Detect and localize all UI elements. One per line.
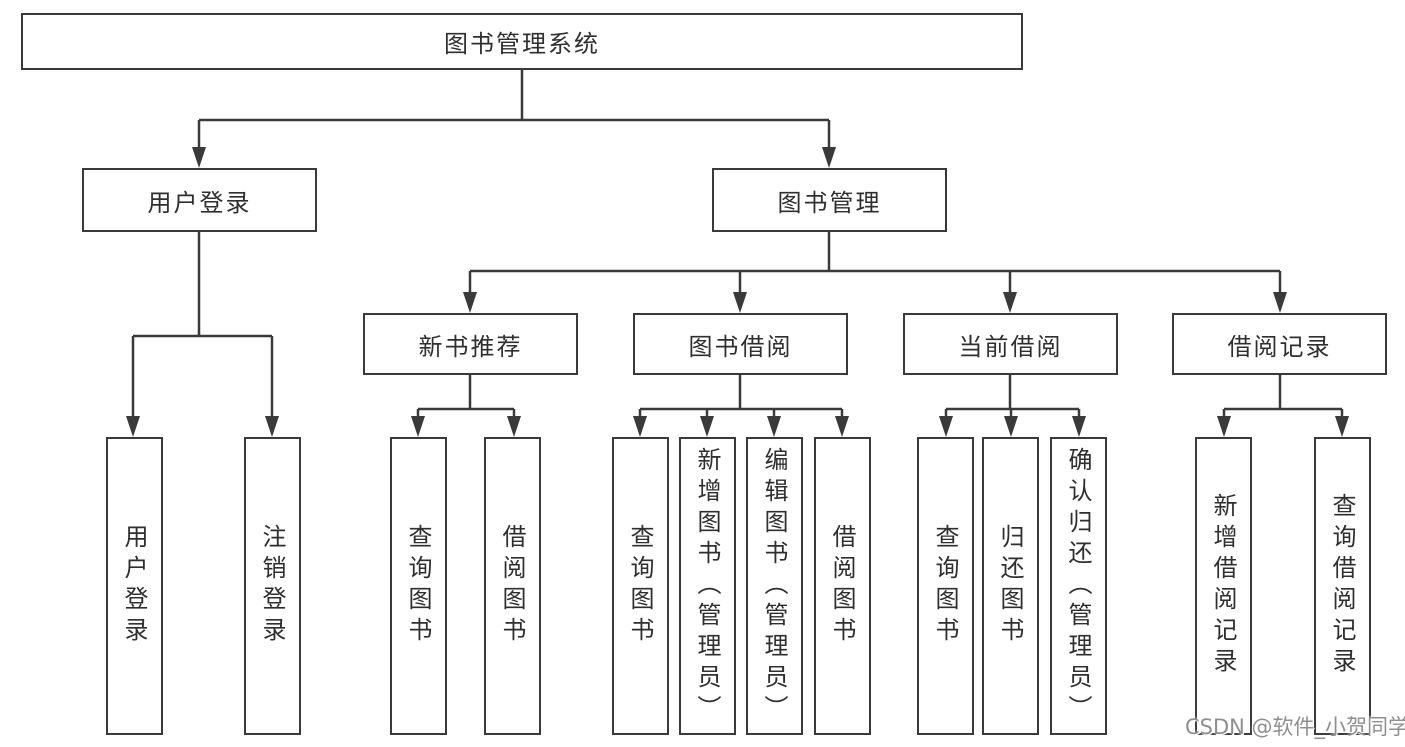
leaf-bb-edit-books: 编辑图书（管理员） bbox=[746, 437, 803, 735]
leaf-nb-query-books: 查询图书 bbox=[390, 437, 447, 735]
leaf-nb-borrow-books: 借阅图书 bbox=[484, 437, 541, 735]
node-root: 图书管理系统 bbox=[21, 13, 1023, 70]
node-user-login-label: 用户登录 bbox=[147, 188, 252, 217]
leaf-br-add-record: 新增借阅记录 bbox=[1195, 437, 1252, 735]
leaf-cb-query-books: 查询图书 bbox=[917, 437, 974, 735]
node-book-mgmt: 图书管理 bbox=[712, 168, 947, 232]
arrowheads bbox=[126, 147, 1349, 437]
leaf-cb-confirm-return: 确认归还（管理员） bbox=[1050, 437, 1107, 735]
node-current-borrow-label: 当前借阅 bbox=[958, 332, 1063, 361]
leaf-logout: 注销登录 bbox=[244, 437, 301, 735]
leaf-bb-add-books-label: 新增图书（管理员） bbox=[693, 446, 721, 726]
leaf-bb-add-books: 新增图书（管理员） bbox=[679, 437, 736, 735]
leaf-bb-borrow-books: 借阅图书 bbox=[814, 437, 871, 735]
node-new-books: 新书推荐 bbox=[363, 313, 578, 375]
node-new-books-label: 新书推荐 bbox=[418, 332, 523, 361]
leaf-bb-query-books-label: 查询图书 bbox=[626, 524, 654, 648]
leaf-cb-return-books-label: 归还图书 bbox=[996, 524, 1024, 648]
leaf-bb-borrow-books-label: 借阅图书 bbox=[828, 524, 856, 648]
watermark: CSDN @软件_小贺同学 bbox=[1185, 715, 1405, 739]
leaf-br-query-record-label: 查询借阅记录 bbox=[1328, 493, 1356, 679]
leaf-bb-query-books: 查询图书 bbox=[612, 437, 669, 735]
leaf-logout-label: 注销登录 bbox=[258, 524, 286, 648]
leaf-bb-edit-books-label: 编辑图书（管理员） bbox=[760, 446, 788, 726]
node-borrow-records: 借阅记录 bbox=[1172, 313, 1387, 375]
node-user-login: 用户登录 bbox=[82, 168, 317, 232]
leaf-cb-confirm-return-label: 确认归还（管理员） bbox=[1064, 446, 1092, 726]
node-root-label: 图书管理系统 bbox=[444, 30, 600, 58]
leaf-login: 用户登录 bbox=[106, 437, 163, 735]
leaf-br-add-record-label: 新增借阅记录 bbox=[1209, 493, 1237, 679]
node-book-borrow: 图书借阅 bbox=[633, 313, 848, 375]
leaf-cb-return-books: 归还图书 bbox=[982, 437, 1039, 735]
leaf-nb-query-books-label: 查询图书 bbox=[404, 524, 432, 648]
leaf-login-label: 用户登录 bbox=[120, 524, 148, 648]
node-book-borrow-label: 图书借阅 bbox=[688, 332, 793, 361]
leaf-cb-query-books-label: 查询图书 bbox=[931, 524, 959, 648]
leaf-nb-borrow-books-label: 借阅图书 bbox=[498, 524, 526, 648]
node-current-borrow: 当前借阅 bbox=[903, 313, 1118, 375]
node-book-mgmt-label: 图书管理 bbox=[777, 188, 882, 217]
node-borrow-records-label: 借阅记录 bbox=[1227, 332, 1332, 361]
leaf-br-query-record: 查询借阅记录 bbox=[1314, 437, 1371, 735]
